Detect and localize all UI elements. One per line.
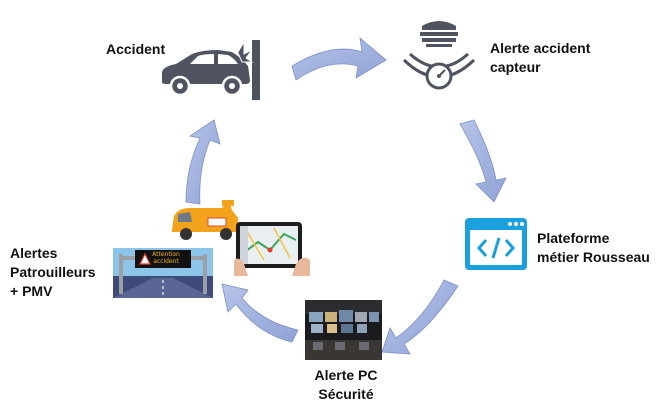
pmv-sign-text: Attention accident [141, 251, 191, 265]
arrow-patrol-to-accident [185, 119, 221, 205]
patrol-label-line3: + PMV [10, 283, 53, 299]
arrow-platform-to-pc [381, 279, 459, 355]
patrol-label-line1: Alertes [10, 245, 58, 261]
arrow-pc-to-patrol [221, 283, 299, 343]
arrow-sensor-to-platform [459, 119, 507, 203]
pmv-sign-line1: Attention [152, 251, 180, 258]
control-room-photo [305, 300, 382, 360]
accident-label: Accident [106, 41, 166, 57]
patrol-van-icon [172, 200, 238, 240]
platform-label-line2: métier Rousseau [537, 249, 650, 265]
patrol-label: Alertes Patrouilleurs + PMV [10, 244, 96, 301]
sensor-icon [402, 21, 476, 90]
car-crash-icon [162, 40, 260, 100]
sensor-label-line2: capteur [490, 59, 541, 75]
patrol-label-line2: Patrouilleurs [10, 264, 96, 280]
sensor-label: Alerte accident capteur [490, 39, 590, 77]
pmv-gantry-icon [113, 248, 213, 298]
pmv-sign-line2: accident [153, 258, 179, 265]
pc-label-line1: Alerte PC [314, 367, 378, 383]
platform-label: Plateforme métier Rousseau [537, 229, 650, 267]
platform-label-line1: Plateforme [537, 230, 610, 246]
pc-label: Alerte PC Sécurité [312, 366, 380, 404]
code-window-icon [465, 218, 527, 270]
tablet-map-icon [234, 222, 310, 276]
pc-label-line2: Sécurité [318, 386, 374, 402]
arrow-accident-to-sensor [291, 37, 387, 81]
sensor-label-line1: Alerte accident [490, 40, 591, 56]
